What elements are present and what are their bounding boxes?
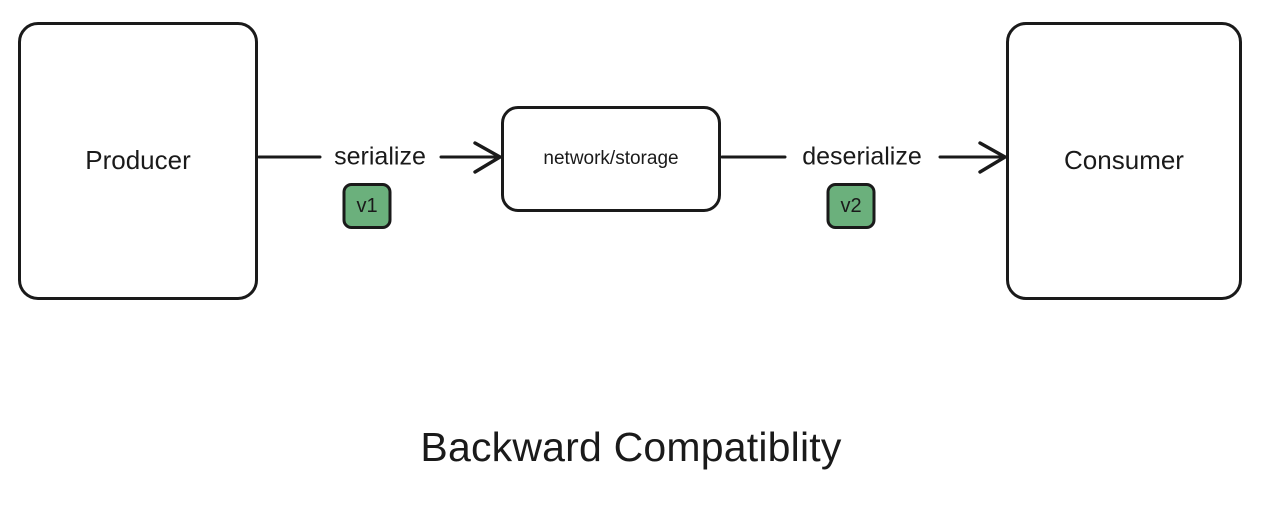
diagram-title: Backward Compatiblity (420, 424, 842, 470)
node-producer[interactable]: Producer (18, 22, 258, 300)
edge-deserialize-arrowhead (978, 141, 1007, 174)
node-consumer[interactable]: Consumer (1006, 22, 1242, 300)
version-badge-v2-label: v2 (840, 195, 862, 217)
node-network-storage[interactable]: network/storage (501, 106, 721, 212)
version-badge-v1-label: v1 (356, 195, 378, 217)
edge-label-serialize: serialize (329, 142, 431, 172)
version-badge-v1[interactable]: v1 (342, 183, 392, 229)
node-network-storage-label: network/storage (543, 148, 679, 170)
version-badge-v2[interactable]: v2 (826, 183, 876, 229)
node-producer-label: Producer (85, 145, 191, 176)
edge-serialize-arrowhead (473, 141, 502, 174)
node-consumer-label: Consumer (1064, 145, 1184, 176)
edge-label-deserialize: deserialize (797, 142, 927, 172)
